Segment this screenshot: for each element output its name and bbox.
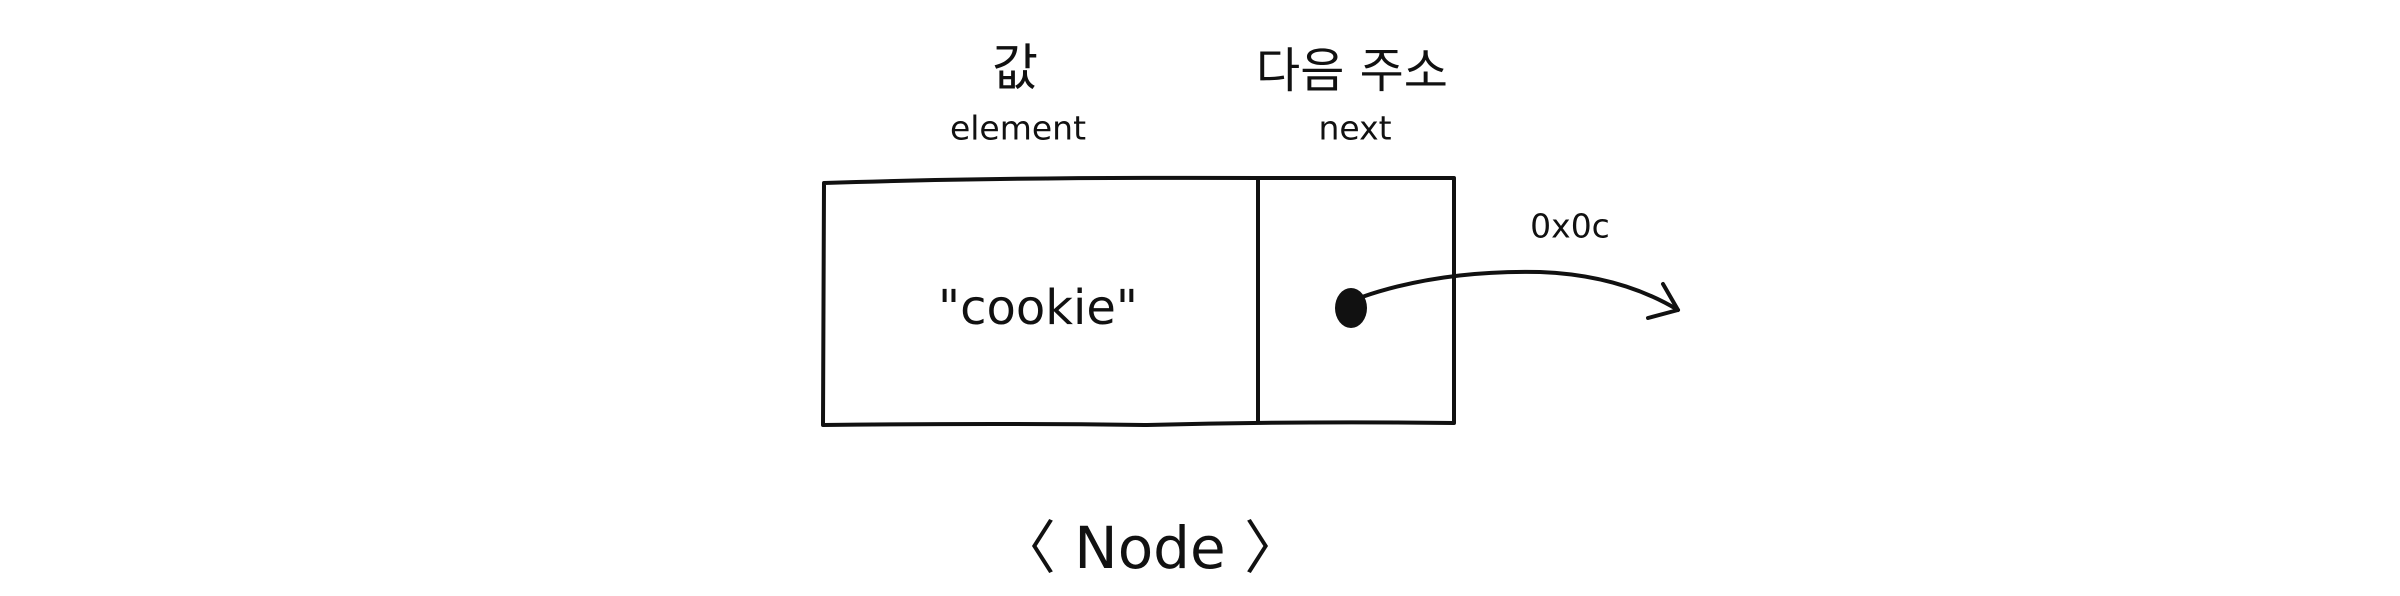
node-caption: 〈 Node 〉 [997, 514, 1303, 582]
next-label-ko: 다음 주소 [1256, 43, 1448, 99]
value-label-en: element [949, 108, 1087, 148]
element-value: "cookie" [938, 280, 1138, 336]
node-box [821, 175, 1456, 427]
value-label-ko: 값 [992, 39, 1038, 97]
pointer-dot [1335, 288, 1367, 328]
next-address: 0x0c [1530, 206, 1610, 246]
next-label-en: next [1318, 108, 1392, 148]
pointer-arrow [1360, 269, 1680, 312]
arrow-head-icon [1646, 282, 1680, 320]
